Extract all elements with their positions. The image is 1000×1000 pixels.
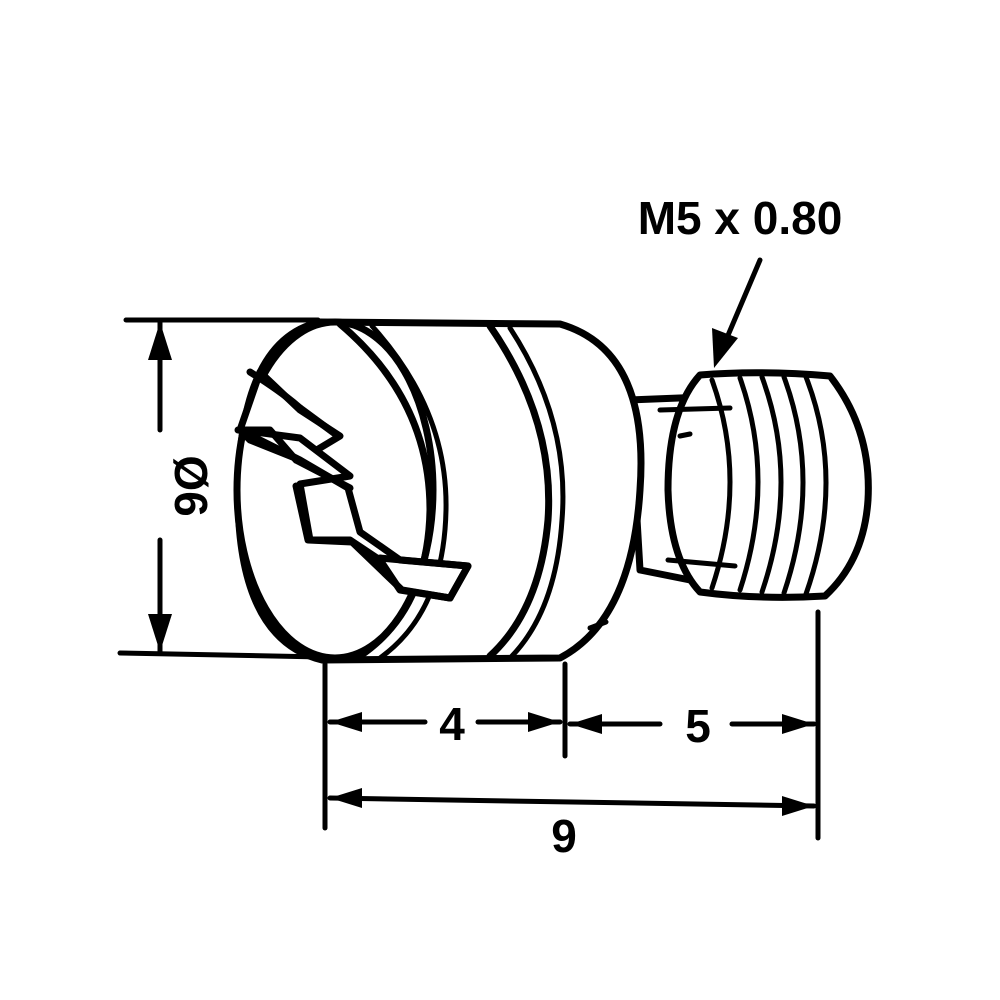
- threaded-shank: [626, 369, 872, 601]
- slot-edge: [376, 554, 472, 602]
- neck-line: [657, 405, 733, 413]
- neck-line: [665, 557, 738, 569]
- head-edge-mark: [587, 619, 609, 631]
- thread-ridge: [737, 375, 761, 593]
- head-groove: [336, 320, 434, 660]
- head-groove: [486, 322, 553, 660]
- arrowhead-5-right: [782, 714, 814, 734]
- arrowhead-4-left: [330, 712, 362, 732]
- screw-slot: [234, 368, 472, 602]
- arrowhead-up: [148, 322, 172, 360]
- thread-callout: M5 x 0.80: [638, 192, 843, 368]
- dimension-head-length: 4: [439, 698, 465, 750]
- head-groove: [507, 325, 566, 659]
- diameter-label: Ø6: [165, 455, 217, 516]
- thread-spec-label: M5 x 0.80: [638, 192, 843, 244]
- neck-mark: [677, 431, 693, 439]
- slot-edge: [348, 538, 454, 602]
- slot-edge: [234, 426, 300, 464]
- slot-edge: [292, 482, 356, 546]
- leader-line: [723, 257, 763, 343]
- head-groove: [369, 323, 449, 661]
- length-dimensions: 4 5 9: [322, 609, 821, 862]
- thread-ridge: [709, 377, 733, 591]
- diameter-dimension: Ø6: [117, 317, 325, 660]
- dim-line-9: [327, 795, 817, 809]
- slot-edge: [296, 404, 342, 440]
- leader-arrowhead: [712, 328, 738, 368]
- arrowhead-9-right: [782, 796, 814, 816]
- thread-ridge: [781, 374, 806, 596]
- slot-edge: [292, 456, 354, 492]
- dimension-total-length: 9: [551, 810, 577, 862]
- arrowhead-5-left: [570, 714, 602, 734]
- thread-ridge: [803, 374, 829, 597]
- arrowhead-down: [148, 614, 172, 652]
- arrowhead-9-left: [330, 788, 362, 808]
- dimension-thread-length: 5: [685, 700, 711, 752]
- arrowhead-4-right: [528, 712, 560, 732]
- extension-line-bottom: [117, 650, 325, 660]
- thread-ridge: [759, 374, 784, 595]
- slot-edge: [246, 368, 304, 412]
